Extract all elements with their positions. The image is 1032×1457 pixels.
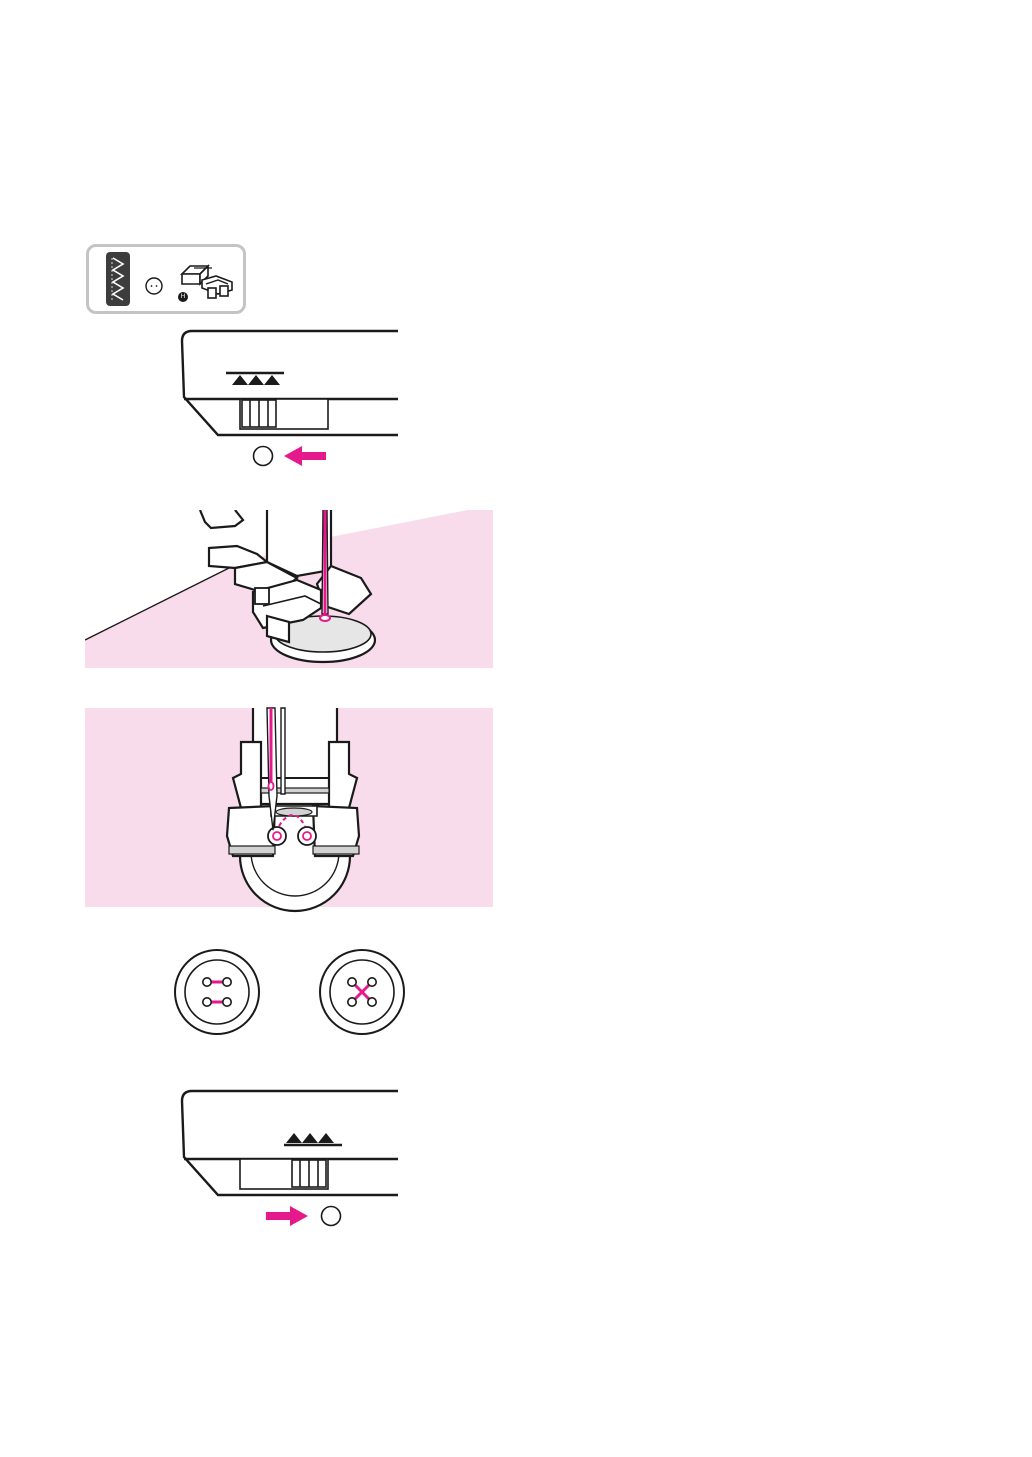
- zigzag-stitch-icon: [106, 252, 130, 306]
- feed-dog-lever: [292, 1160, 326, 1187]
- presser-foot-letter: H: [178, 292, 188, 302]
- four-hole-button-cross-icon: [320, 950, 404, 1034]
- four-hole-button-icon: [175, 950, 259, 1034]
- settings-legend-icons: [86, 244, 246, 314]
- stitch-length-zero-icon: [146, 278, 162, 294]
- step-lower-feed-dogs: [170, 325, 410, 475]
- step-sewing-patterns: [170, 945, 415, 1040]
- feed-dog-lever: [242, 400, 276, 427]
- lever-position-marker: [254, 447, 273, 466]
- step-raise-feed-dogs: [170, 1085, 410, 1235]
- arrow-right-icon: [266, 1206, 308, 1226]
- step-sew-button-holes: [85, 708, 493, 907]
- lever-position-marker: [322, 1207, 341, 1226]
- arrow-left-icon: [284, 446, 326, 466]
- step-position-button: [85, 510, 493, 668]
